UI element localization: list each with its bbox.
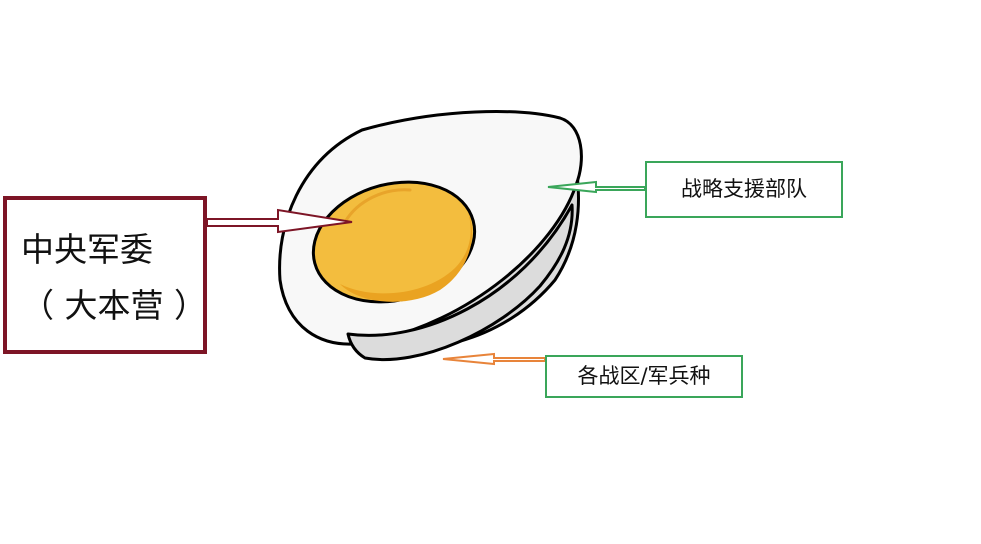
central-military-commission-box: 中央军委 （ 大本营 ） [3,196,207,354]
strategic-support-label: 战略支援部队 [681,177,807,201]
theater-branches-label: 各战区/军兵种 [577,364,711,388]
strategic-support-box: 战略支援部队 [645,161,843,218]
strategic-arrow [547,180,646,194]
central-arrow [206,208,353,234]
central-label-line1: 中央军委 [21,230,153,269]
central-label-line2: （ 大本营 ） [21,286,207,325]
theater-branches-box: 各战区/军兵种 [545,355,743,398]
boiled-egg-half-icon [278,110,583,362]
egg-shadow-band [346,203,574,362]
theater-arrow [442,352,546,366]
egg-yolk-highlight [343,188,412,224]
egg-yolk-shade [340,212,473,302]
